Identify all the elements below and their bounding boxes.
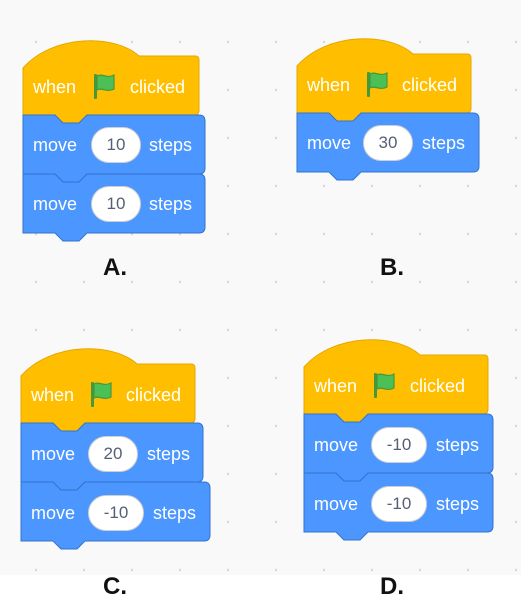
steps-input[interactable]: 30 <box>363 125 413 161</box>
steps-label: steps <box>149 135 193 155</box>
clicked-label: clicked <box>126 385 182 405</box>
move-label: move <box>31 444 76 464</box>
option-label-c: C. <box>103 573 127 600</box>
steps-label: steps <box>147 444 191 464</box>
green-flag-icon[interactable] <box>365 70 391 98</box>
script-d[interactable]: when clicked move -10 steps move -10 ste… <box>303 339 499 544</box>
steps-label: steps <box>149 194 193 214</box>
move-label: move <box>314 494 359 514</box>
move-label: move <box>307 133 352 153</box>
script-b[interactable]: when clicked move 30 steps <box>296 38 482 188</box>
move-label: move <box>314 435 359 455</box>
when-label: when <box>307 75 351 95</box>
script-d-blocks <box>303 339 494 541</box>
option-label-a: A. <box>103 254 127 281</box>
option-label-d: D. <box>380 573 404 600</box>
script-c[interactable]: when clicked move 20 steps move -10 step… <box>20 348 216 553</box>
move-label: move <box>31 503 76 523</box>
script-b-blocks <box>296 38 480 181</box>
move-label: move <box>33 194 78 214</box>
steps-label: steps <box>436 494 480 514</box>
when-label: when <box>33 77 77 97</box>
scripts-canvas: when clicked move 10 steps move 10 steps… <box>0 0 521 575</box>
steps-label: steps <box>422 133 466 153</box>
steps-input[interactable]: 10 <box>91 127 141 163</box>
clicked-label: clicked <box>410 376 466 396</box>
when-label: when <box>31 385 75 405</box>
steps-input[interactable]: 20 <box>88 436 138 472</box>
steps-input[interactable]: -10 <box>88 495 144 531</box>
green-flag-icon[interactable] <box>89 380 115 408</box>
steps-input[interactable]: 10 <box>91 186 141 222</box>
steps-input[interactable]: -10 <box>371 486 427 522</box>
steps-input[interactable]: -10 <box>371 427 427 463</box>
script-a[interactable]: when clicked move 10 steps move 10 steps <box>22 40 208 245</box>
green-flag-icon[interactable] <box>372 371 398 399</box>
clicked-label: clicked <box>402 75 458 95</box>
clicked-label: clicked <box>130 77 186 97</box>
option-label-b: B. <box>380 254 404 281</box>
green-flag-icon[interactable] <box>92 72 118 100</box>
steps-label: steps <box>436 435 480 455</box>
move-label: move <box>33 135 78 155</box>
when-label: when <box>314 376 358 396</box>
steps-label: steps <box>153 503 197 523</box>
